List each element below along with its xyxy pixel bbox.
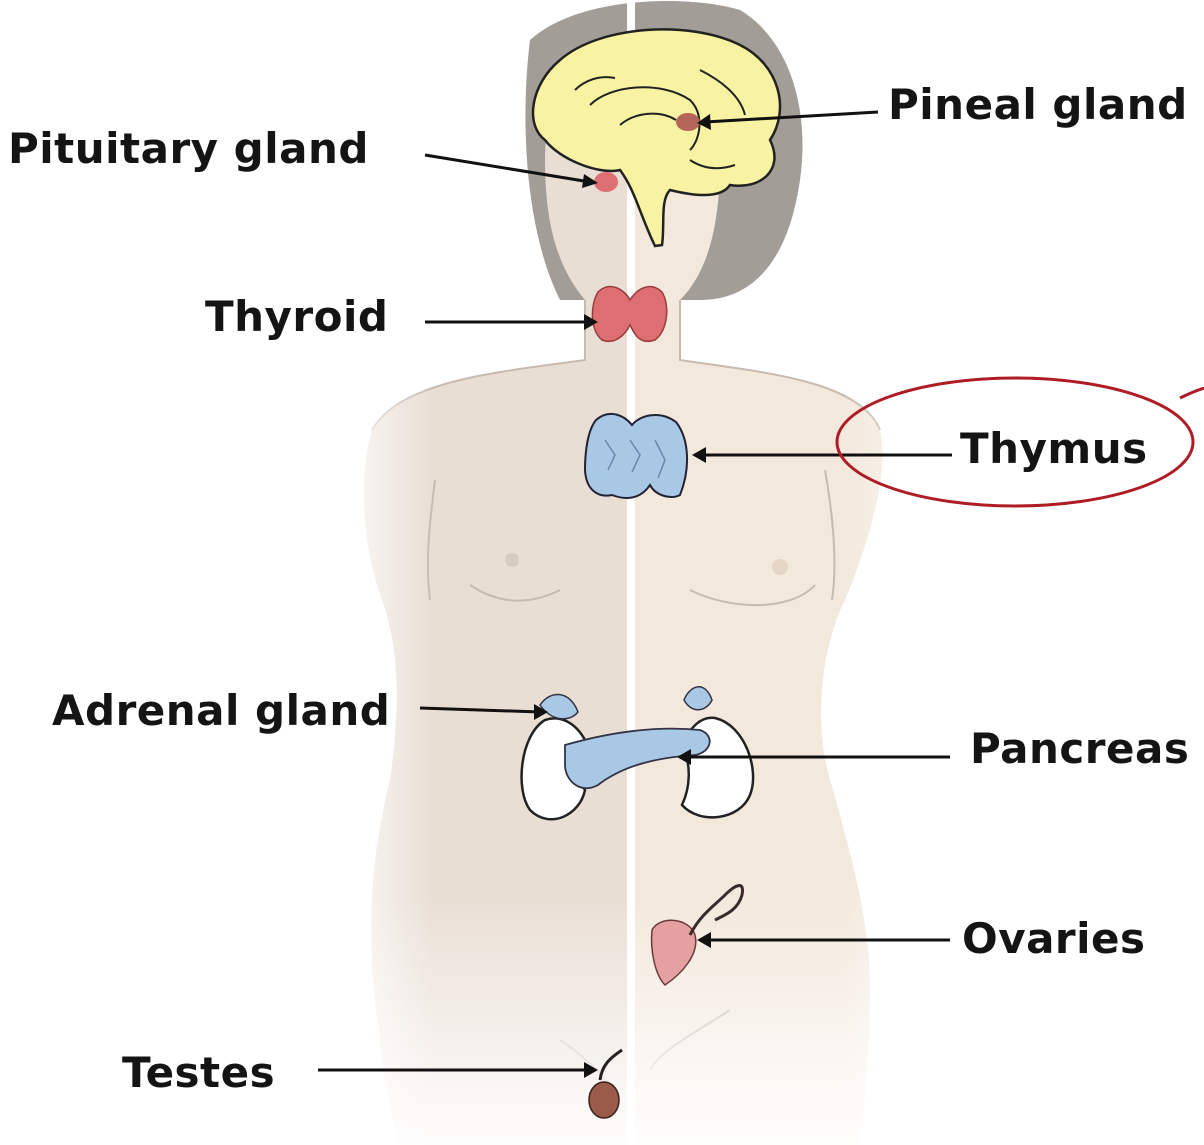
label-pancreas: Pancreas: [970, 728, 1189, 770]
testis-shape: [589, 1082, 619, 1118]
label-adrenal-gland: Adrenal gland: [52, 690, 390, 732]
label-pituitary-gland: Pituitary gland: [8, 128, 369, 170]
label-pineal-gland: Pineal gland: [888, 84, 1188, 126]
label-thyroid: Thyroid: [205, 296, 388, 338]
thymus-shape: [585, 414, 687, 498]
label-ovaries: Ovaries: [962, 918, 1146, 960]
pineal-gland-shape: [676, 113, 700, 131]
label-testes: Testes: [122, 1052, 275, 1094]
pituitary-gland-shape: [594, 172, 618, 192]
label-thymus: Thymus: [960, 428, 1148, 470]
